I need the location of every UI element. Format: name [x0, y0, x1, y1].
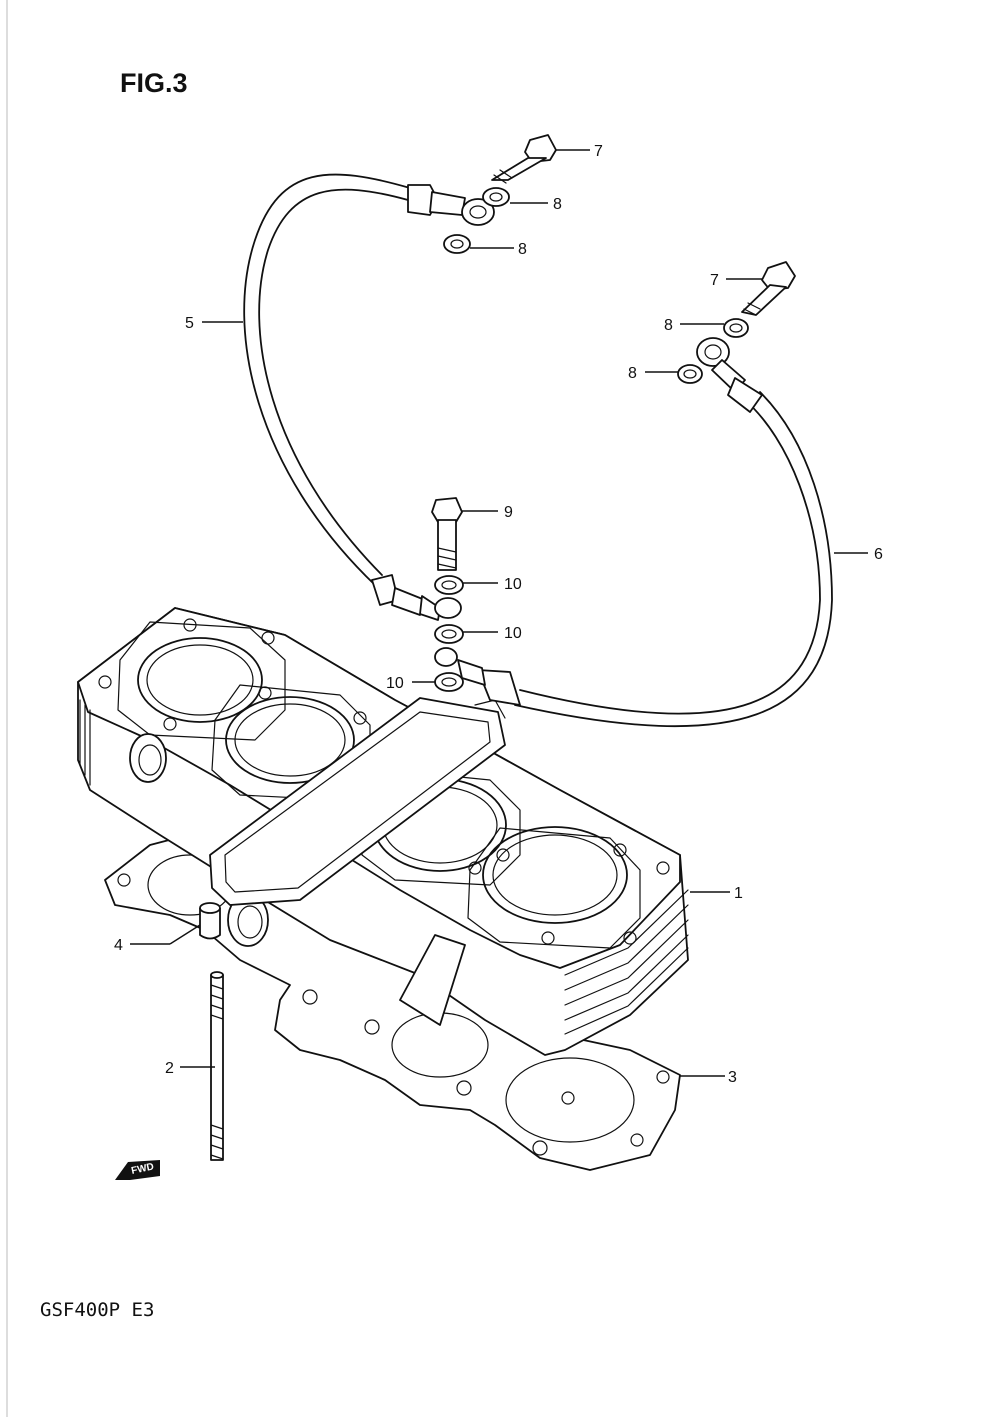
callout-part-8-upper-right-a[interactable]: 8 [664, 317, 724, 334]
callout-label: 8 [664, 317, 673, 334]
callout-part-8-upper-left-a[interactable]: 8 [510, 196, 562, 213]
callout-part-4[interactable]: 4 [114, 924, 201, 954]
cylinder-bore-1 [117, 621, 286, 741]
callout-label: 8 [628, 365, 637, 382]
callout-label: 7 [710, 272, 719, 289]
callout-label: 8 [553, 196, 562, 213]
model-code: GSF400P E3 [40, 1299, 154, 1321]
callout-label: 1 [734, 885, 743, 902]
washer-upper-left-a[interactable] [482, 187, 510, 207]
figure-title: FIG.3 [120, 68, 188, 98]
union-bolt-upper-left[interactable] [491, 134, 557, 184]
forward-arrow-icon: FWD [115, 1160, 160, 1180]
fwd-label: FWD [130, 1161, 155, 1176]
callout-label: 6 [874, 546, 883, 563]
callout-label: 10 [504, 625, 522, 642]
dowel-pin[interactable] [199, 902, 221, 940]
callout-label: 4 [114, 937, 123, 954]
cylinder-stud[interactable] [210, 971, 224, 1161]
callout-part-8-upper-right-b[interactable]: 8 [628, 365, 678, 382]
cylinder-bore-4 [467, 826, 641, 949]
washer-lower-a[interactable] [434, 575, 464, 595]
callout-part-3[interactable]: 3 [680, 1069, 737, 1086]
callout-label: 8 [518, 241, 527, 258]
oil-hose-right[interactable] [434, 337, 833, 728]
callout-label: 3 [728, 1069, 737, 1086]
callout-label: 9 [504, 504, 513, 521]
union-bolt-upper-right[interactable] [741, 261, 796, 316]
callout-part-9[interactable]: 9 [462, 504, 513, 521]
washer-upper-right-b[interactable] [677, 364, 703, 384]
callout-label: 5 [185, 315, 194, 332]
union-bolt-lower[interactable] [431, 497, 463, 571]
washer-lower-b[interactable] [434, 624, 464, 644]
callout-part-10-a[interactable]: 10 [463, 576, 522, 593]
cylinder-block[interactable] [77, 607, 689, 1056]
oil-hose-left[interactable] [243, 173, 495, 621]
callout-label: 10 [386, 675, 404, 692]
hose-banjo-left [434, 597, 462, 619]
washer-lower-c[interactable] [434, 672, 464, 692]
washer-upper-left-b[interactable] [443, 234, 471, 254]
callout-label: 10 [504, 576, 522, 593]
callout-part-7-upper-left[interactable]: 7 [556, 143, 603, 160]
callout-part-1[interactable]: 1 [690, 885, 743, 902]
washer-upper-right-a[interactable] [723, 318, 749, 338]
callout-part-10-c[interactable]: 10 [386, 675, 435, 692]
callout-label: 2 [165, 1060, 174, 1077]
callout-part-8-upper-left-b[interactable]: 8 [470, 241, 527, 258]
callout-part-10-b[interactable]: 10 [463, 625, 522, 642]
callout-label: 7 [594, 143, 603, 160]
callout-part-7-upper-right[interactable]: 7 [710, 272, 762, 289]
callout-part-6[interactable]: 6 [834, 546, 883, 563]
callout-part-2[interactable]: 2 [165, 1060, 215, 1077]
callout-part-5[interactable]: 5 [185, 315, 243, 332]
